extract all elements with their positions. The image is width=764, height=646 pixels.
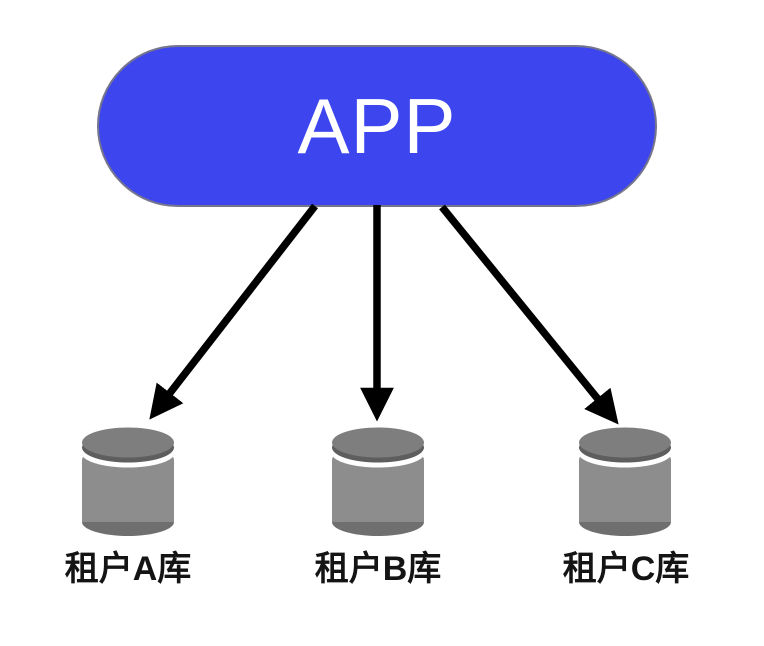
tenant-c-db-label: 租户C库 <box>562 550 690 588</box>
app-node-label: APP <box>297 82 457 170</box>
database-icon-tenant-b <box>331 427 425 536</box>
database-icon-tenant-a <box>81 427 175 536</box>
tenant-a-db-label: 租户A库 <box>64 550 192 588</box>
app-node: APP <box>97 45 657 207</box>
arrow-app-to-tenant-a-db <box>149 203 318 420</box>
tenant-b-db-label: 租户B库 <box>314 550 442 588</box>
db-top-disc <box>579 427 671 458</box>
db-top-disc <box>82 427 174 458</box>
database-icon-tenant-c <box>578 427 672 536</box>
db-top-disc <box>332 427 424 458</box>
arrow-app-to-tenant-c-db <box>439 204 619 425</box>
